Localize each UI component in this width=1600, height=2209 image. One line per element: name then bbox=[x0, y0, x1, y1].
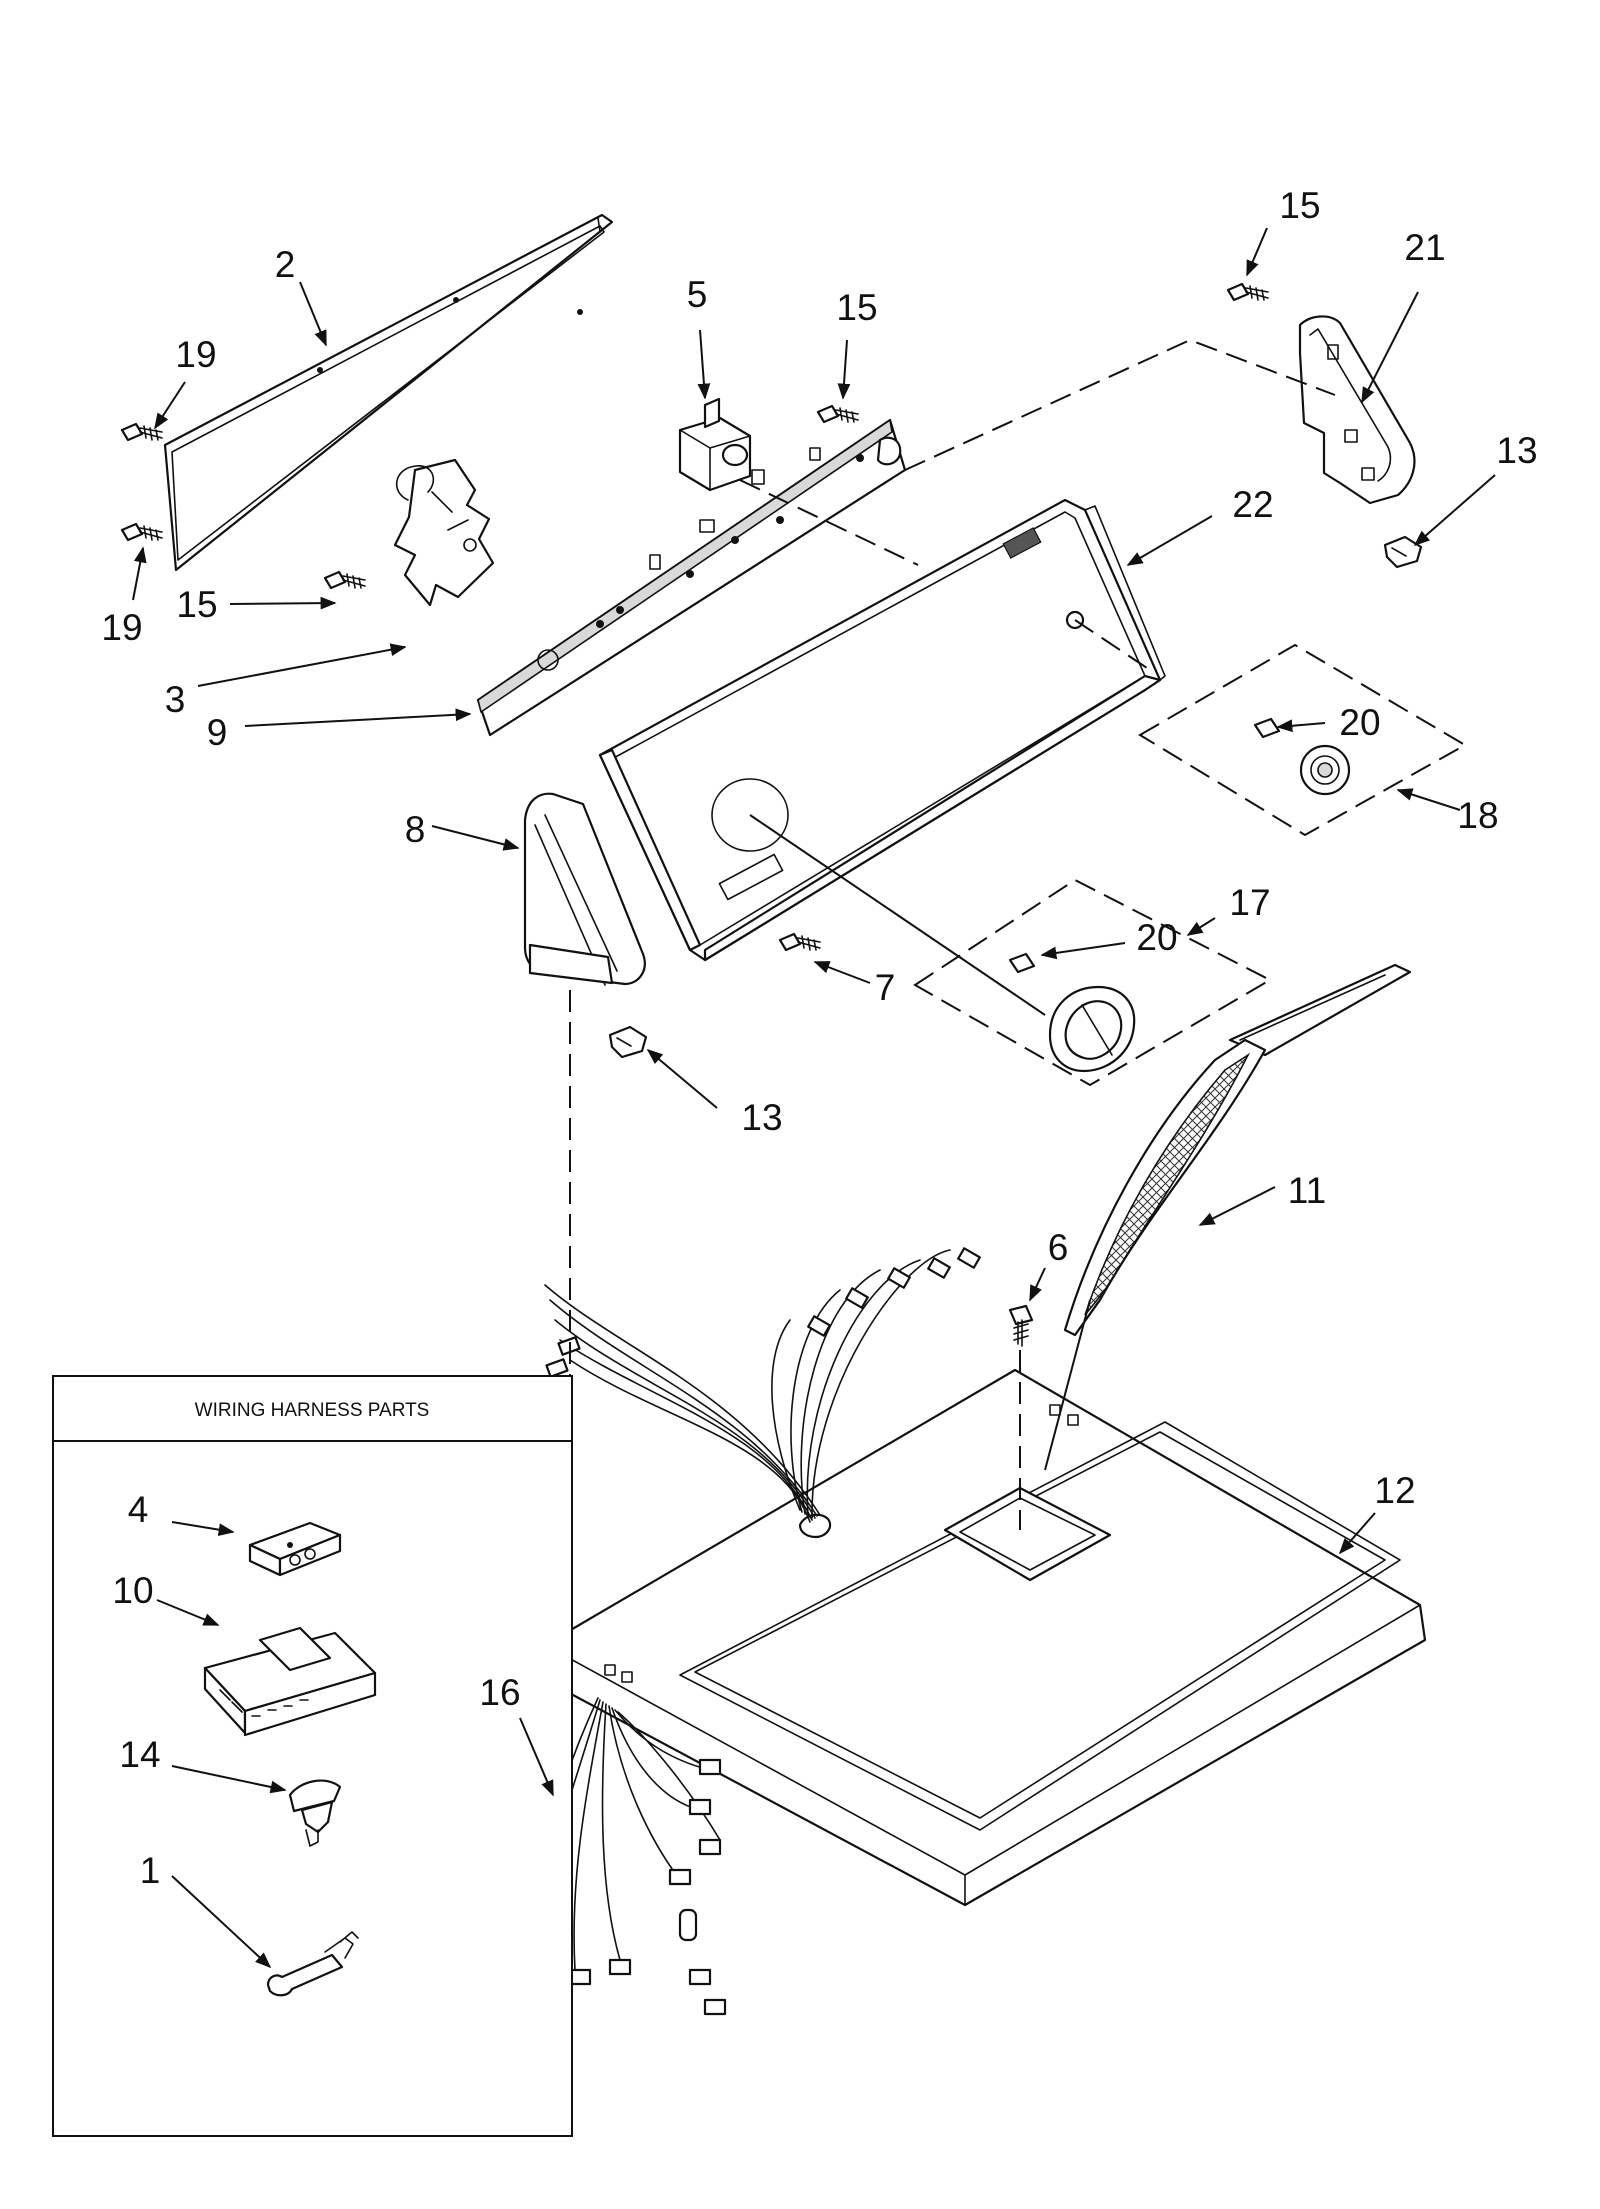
right-end-cap bbox=[1298, 315, 1416, 505]
screw-7 bbox=[778, 932, 821, 952]
screw-15-right bbox=[1226, 282, 1269, 302]
callout-20-upper: 20 bbox=[1339, 702, 1380, 743]
callout-11: 11 bbox=[1288, 1170, 1326, 1211]
screw-15-left bbox=[323, 570, 366, 590]
callout-9: 9 bbox=[207, 712, 228, 753]
callout-12: 12 bbox=[1374, 1470, 1415, 1511]
inset-title: WIRING HARNESS PARTS bbox=[195, 1400, 430, 1421]
callout-4: 4 bbox=[128, 1489, 149, 1530]
callout-19-upper: 19 bbox=[175, 334, 216, 375]
callout-1: 1 bbox=[140, 1850, 161, 1891]
left-end-cap bbox=[523, 792, 646, 986]
callout-22: 22 bbox=[1232, 484, 1273, 525]
wiring-harness-inset: WIRING HARNESS PARTS bbox=[52, 1375, 573, 2137]
callout-18: 18 bbox=[1457, 795, 1498, 836]
callout-21: 21 bbox=[1404, 227, 1445, 268]
callout-15-middle: 15 bbox=[836, 287, 877, 328]
callout-7: 7 bbox=[875, 967, 896, 1008]
callout-20-lower: 20 bbox=[1136, 917, 1177, 958]
lint-screen bbox=[1063, 963, 1412, 1337]
screw-19-upper bbox=[120, 422, 163, 442]
callout-17: 17 bbox=[1229, 882, 1270, 923]
callout-3: 3 bbox=[165, 679, 186, 720]
clip-13-right bbox=[1383, 535, 1423, 569]
connector-part-10 bbox=[203, 1626, 377, 1737]
callout-15-left: 15 bbox=[176, 584, 217, 625]
callout-19-lower: 19 bbox=[101, 607, 142, 648]
connector-part-4 bbox=[248, 1521, 342, 1577]
screw-15-middle bbox=[816, 404, 859, 424]
terminal-part-1 bbox=[266, 1931, 359, 1997]
knob-kit-18 bbox=[1138, 643, 1468, 837]
screw-6 bbox=[1008, 1304, 1034, 1347]
timer-switch bbox=[393, 458, 495, 607]
callout-6: 6 bbox=[1048, 1227, 1069, 1268]
knob-kit-17 bbox=[913, 878, 1273, 1087]
control-console bbox=[598, 498, 1166, 962]
callout-13-right: 13 bbox=[1496, 430, 1537, 471]
screw-19-lower bbox=[120, 522, 163, 542]
push-switch bbox=[678, 397, 752, 492]
callout-5: 5 bbox=[687, 274, 708, 315]
callout-14: 14 bbox=[119, 1734, 160, 1775]
callout-10: 10 bbox=[112, 1570, 153, 1611]
clip-13-left bbox=[608, 1025, 648, 1059]
dryer-top bbox=[543, 1368, 1427, 1907]
callout-2: 2 bbox=[275, 244, 296, 285]
clip-part-14 bbox=[288, 1779, 342, 1847]
leader-arrows bbox=[132, 227, 1496, 1969]
callout-16: 16 bbox=[479, 1672, 520, 1713]
callout-8: 8 bbox=[405, 809, 426, 850]
callout-15-right: 15 bbox=[1279, 185, 1320, 226]
callout-labels: 2 19 19 15 3 9 5 15 15 21 13 22 20 18 8 … bbox=[101, 185, 1537, 1891]
callout-13-left: 13 bbox=[741, 1097, 782, 1138]
rear-panel bbox=[163, 213, 614, 572]
control-bracket bbox=[476, 418, 907, 737]
alignment-lines bbox=[569, 338, 1336, 1650]
